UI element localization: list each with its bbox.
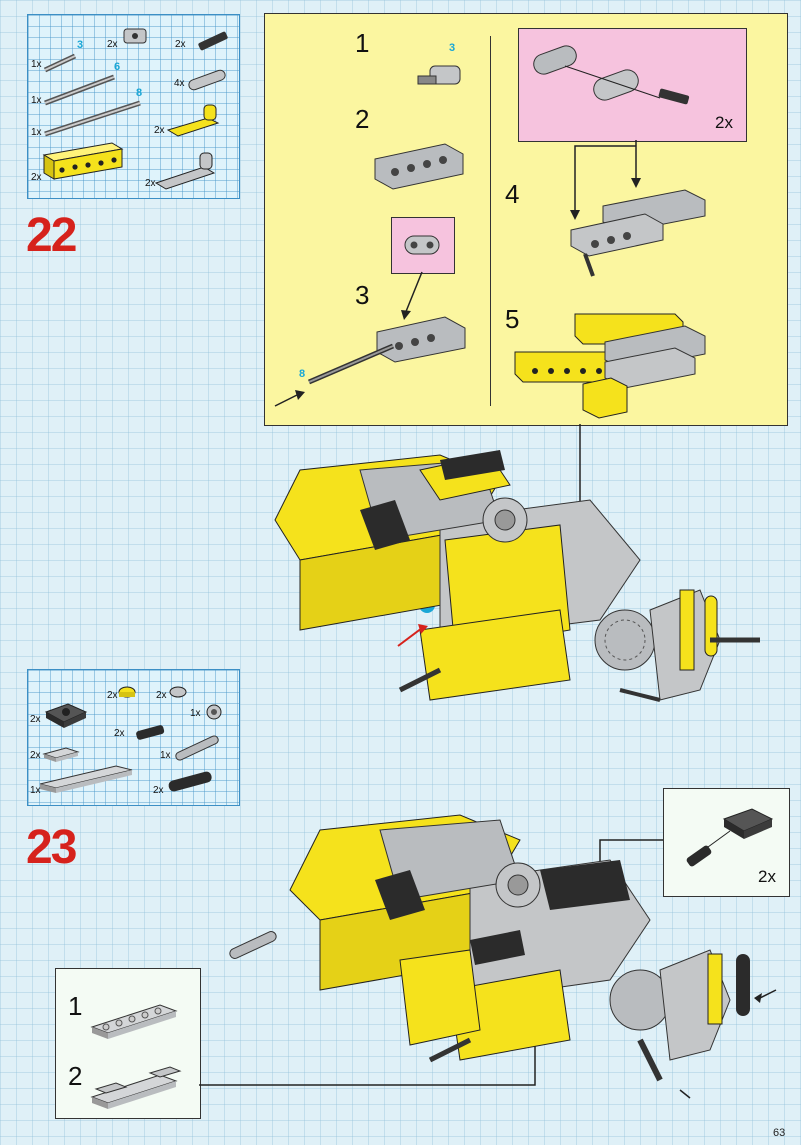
callout-qty: 2x: [758, 867, 776, 886]
black-steering-plate-icon: [44, 703, 88, 728]
part-qty: 2x: [153, 785, 164, 796]
substep-1-number: 1: [355, 28, 370, 58]
friction-pin-icon: [136, 725, 165, 740]
grey-bush-icon: [206, 704, 222, 720]
small-liftarm-icon: [404, 235, 440, 255]
part-qty: 2x: [31, 172, 42, 183]
assembly-arrow: [759, 989, 777, 999]
assembly-arrow: [274, 393, 300, 407]
assembly-arrow: [679, 1089, 691, 1099]
substep-4-number: 4: [505, 179, 520, 209]
step-number-23: 23: [26, 821, 77, 874]
double-liftarm-assembly-icon: [570, 189, 706, 277]
yellow-beam-icon: [42, 142, 124, 180]
grey-liftarm-assembly-icon: [374, 143, 464, 190]
part-qty: 2x: [156, 690, 167, 701]
friction-pin-icon: [198, 31, 228, 51]
substep-1-number: 1: [68, 991, 83, 1021]
part-qty: 4x: [174, 78, 185, 89]
step23-parts-list: 2x 2x 2x 1x 2x 2x 1x 1x 2x: [27, 669, 240, 806]
long-pin-icon: [175, 735, 219, 761]
axle-6-icon: [44, 74, 115, 106]
yellow-beams-assembly-icon: [514, 313, 706, 419]
part-qty: 2x: [114, 728, 125, 739]
step23-pin-callout: 2x: [663, 788, 790, 897]
axle-length-label: 8: [299, 368, 306, 380]
grey-plate-1x2-icon: [42, 747, 80, 762]
black-steering-plate-icon: [722, 808, 774, 839]
part-qty: 1x: [30, 785, 41, 796]
part-qty: 2x: [175, 39, 186, 50]
part-qty: 2x: [107, 39, 118, 50]
liftarm-with-axle-icon: [308, 316, 466, 385]
assembly-arrow: [574, 145, 636, 214]
grey-plate-1x6-icon: [39, 765, 133, 793]
axle-length-label: 8: [136, 87, 143, 99]
friction-pin-icon: [686, 845, 712, 867]
page-number: 63: [773, 1127, 786, 1139]
long-pin-icon: [229, 931, 277, 959]
liftarm-pair-icon: [533, 45, 690, 105]
part-qty: 1x: [31, 59, 42, 70]
substep-3-number: 3: [355, 280, 370, 310]
step22-parts-list: 1x 3 1x 6 1x 8 2x 2x 2x 4x 2x 2x: [27, 14, 240, 199]
pin-with-axle-icon: [417, 65, 461, 85]
panel-divider: [490, 36, 491, 406]
axle-length-label: 6: [114, 61, 121, 73]
grey-bent-liftarm-icon: [154, 152, 216, 190]
plate-assembly-icon: [90, 1066, 182, 1109]
axle-8-icon: [44, 100, 141, 137]
substep-2-number: 2: [68, 1061, 83, 1091]
part-qty: 1x: [31, 127, 42, 138]
part-qty: 2x: [30, 750, 41, 761]
part-qty: 1x: [160, 750, 171, 761]
pin-connector-icon: [123, 28, 147, 44]
axle-length-label: 3: [449, 42, 456, 54]
grey-liftarm-icon: [188, 69, 226, 91]
step-number-22: 22: [26, 209, 77, 262]
part-qty: 2x: [30, 714, 41, 725]
grey-round-stud-icon: [169, 686, 187, 698]
part-qty: 2x: [154, 125, 165, 136]
car-chassis-model-23: [229, 814, 750, 1082]
assembly-arrow: [404, 271, 423, 315]
red-insert-arrow: [397, 627, 423, 647]
axle-3-icon: [43, 53, 77, 73]
black-liftarm-icon: [168, 771, 212, 792]
substep-5-number: 5: [505, 304, 520, 334]
yellow-bent-liftarm-icon: [166, 104, 220, 137]
callout-qty: 2x: [715, 113, 733, 132]
yellow-round-stud-icon: [118, 686, 136, 698]
part-qty: 2x: [107, 690, 118, 701]
part-qty: 2x: [145, 178, 156, 189]
part-qty: 1x: [190, 708, 201, 719]
substep-2-number: 2: [355, 104, 370, 134]
car-chassis-model-22: [274, 450, 760, 702]
axle-length-label: 3: [77, 39, 84, 51]
step23-plate-subassembly: 1 2: [55, 968, 201, 1119]
part-qty: 1x: [31, 95, 42, 106]
grey-plate-1x6-icon: [90, 1004, 178, 1039]
step22-subassembly-panel: 1 3 2 3 8 2x 4 5: [264, 13, 788, 426]
